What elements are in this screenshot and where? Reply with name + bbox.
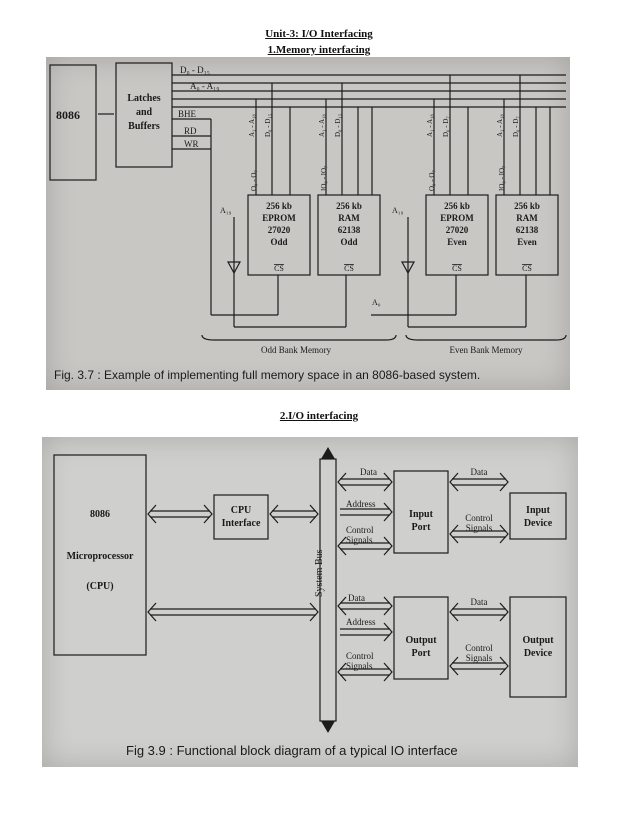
pin-d-odd-1: D₈ - D₁₅ [264,113,272,137]
chip2-l4: Odd [340,237,357,247]
section-heading-memory: 1.Memory interfacing [267,44,371,56]
data-label-out: Data [348,593,365,603]
pin-d-even-1: D₀ - D₇ [442,116,450,137]
chip3-l3: 27020 [446,225,469,235]
control-label-out-2: Signals [346,661,373,671]
input-device-label-2: Device [524,518,553,529]
chip1-l2: EPROM [262,213,296,223]
control-label-indev-1: Control [465,513,493,523]
data-label-in: Data [360,467,377,477]
data-bus-label: D₀ - D₁₅ [180,65,210,75]
chip1-l1: 256 kb [266,201,292,211]
chip3-cs: CS [452,264,462,273]
control-label-out-1: Control [346,651,374,661]
rd-label: RD [184,126,197,136]
chip2-l1: 256 kb [336,201,362,211]
io-diagram: 8086 Microprocessor (CPU) CPU Interface … [53,447,567,758]
memory-diagram: 8086 Latches and Buffers D₀ - D₁₅ A₀ - A… [49,62,567,382]
control-label-indev-2: Signals [466,523,493,533]
pin-o-range-2: O₀ - O₇ [428,170,436,191]
input-port-box [393,470,449,554]
pin-io-range-1: IO₀ - IO₇ [320,165,328,191]
cpu-box-8086 [49,64,97,181]
chip3-l1: 256 kb [444,201,470,211]
latches-label-1: Latches [127,93,160,104]
chip1-l3: 27020 [268,225,291,235]
chip4-l2: RAM [516,213,538,223]
pin-a-range-2: A₁ - A₁₈ [318,114,326,137]
chip2-cs: CS [344,264,354,273]
input-device-label-1: Input [526,505,551,516]
a19-label-even: A₁₉ [392,206,404,215]
input-port-label-2: Port [412,522,432,533]
chip-eprom-odd-box [247,194,311,276]
pin-d-even-2: D₀ - D₇ [512,116,520,137]
cpu-interface-label-2: Interface [222,518,261,529]
output-device-label-2: Device [524,648,553,659]
bhe-label: BHE [178,109,197,119]
chip2-l2: RAM [338,213,360,223]
fig37-caption: Fig. 3.7 : Example of implementing full … [54,368,480,382]
a19-label-odd: A₁₉ [220,206,232,215]
output-port-label-2: Port [412,648,432,659]
even-bank-label: Even Bank Memory [450,345,523,355]
pin-io-range-2: IO₀ - IO₇ [498,165,506,191]
system-bus-label: System Bus [314,549,325,597]
data-label-indev: Data [471,467,488,477]
fig39-caption: Fig 3.9 : Functional block diagram of a … [126,743,458,758]
output-device-box [509,596,567,698]
latches-box [115,62,173,168]
control-label-in-2: Signals [346,535,373,545]
chip-ram-even-box [495,194,559,276]
data-label-outdev: Data [471,597,488,607]
control-label-outdev-1: Control [465,643,493,653]
unit-title: Unit-3: I/O Interfacing [265,28,373,40]
chip4-l4: Even [517,237,537,247]
input-device-box [509,492,567,540]
a0-label: A₀ [372,298,381,307]
output-device-label-1: Output [522,635,554,646]
input-port-label-1: Input [409,509,434,520]
address-label-in: Address [346,499,376,509]
address-label-out: Address [346,617,376,627]
control-label-in-1: Control [346,525,374,535]
pin-d-odd-2: D₈ - D₁₅ [334,113,342,137]
chip4-l1: 256 kb [514,201,540,211]
cpu-label-2: Microprocessor [67,551,134,562]
cpu-label-3: (CPU) [86,581,113,592]
latches-label-2: and [136,107,153,118]
odd-bank-label: Odd Bank Memory [261,345,331,355]
section-heading-io: 2.I/O interfacing [279,410,359,422]
wr-label: WR [184,139,199,149]
chip1-cs: CS [274,264,284,273]
figure-3-7-photo: 8086 Latches and Buffers D₀ - D₁₅ A₀ - A… [46,57,570,390]
cpu-box [53,454,147,656]
cpu-interface-box [213,494,269,540]
pin-a-range-3: A₁ - A₁₈ [426,114,434,137]
latches-label-3: Buffers [128,121,160,132]
chip-eprom-even-box [425,194,489,276]
chip1-l4: Odd [270,237,287,247]
chip4-l3: 62138 [516,225,539,235]
control-label-outdev-2: Signals [466,653,493,663]
chip3-l2: EPROM [440,213,474,223]
chip4-cs: CS [522,264,532,273]
chip2-l3: 62138 [338,225,361,235]
cpu-interface-label-1: CPU [231,505,252,516]
cpu-label-1: 8086 [90,509,110,520]
pin-a-range-1: A₁ - A₁₈ [248,114,256,137]
chip3-l4: Even [447,237,467,247]
cpu-label: 8086 [56,108,80,122]
output-port-box [393,596,449,680]
chip-ram-odd-box [317,194,381,276]
pin-a-range-4: A₁ - A₁₈ [496,114,504,137]
address-bus-label: A₀ - A₁₉ [190,81,219,91]
pin-o-range-1: O₀ - O₇ [250,170,258,191]
output-port-label-1: Output [405,635,437,646]
figure-3-9-photo: 8086 Microprocessor (CPU) CPU Interface … [42,437,578,767]
